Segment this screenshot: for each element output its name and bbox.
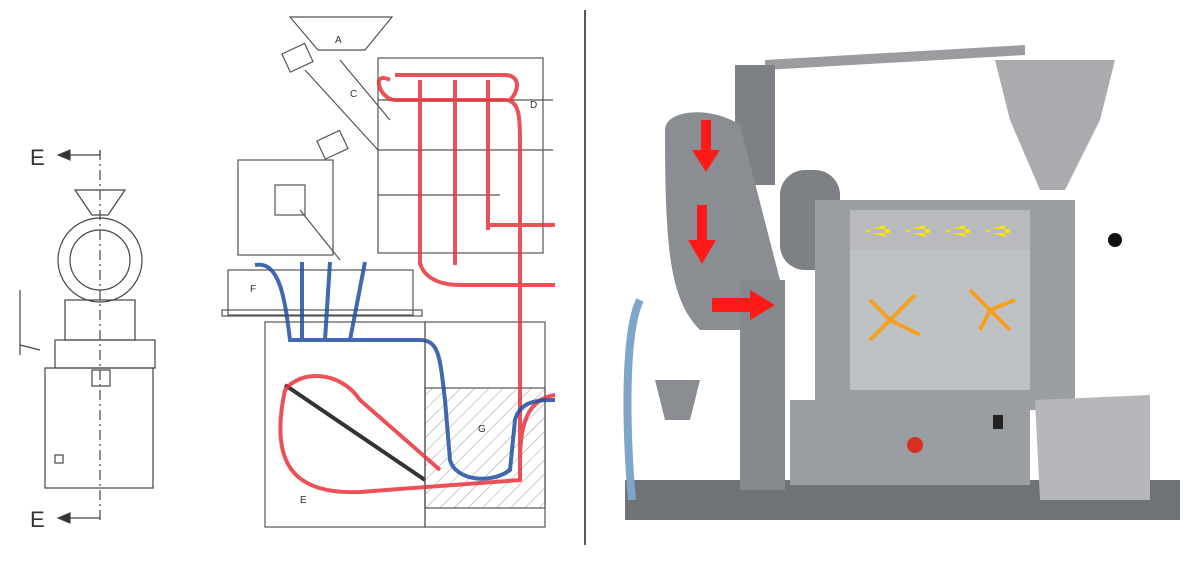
drum-front [57, 217, 143, 303]
base-plate [54, 339, 156, 369]
label-f: F [250, 284, 256, 295]
foot-detail [54, 454, 64, 464]
orange-arrow [968, 288, 992, 312]
label-a: A [335, 35, 342, 46]
orange-arrow [868, 298, 892, 322]
bean-flow-arrows [868, 288, 1016, 342]
orange-arrow [989, 298, 1016, 312]
cooling-tray-f [227, 269, 414, 316]
burner-actuator [316, 129, 349, 160]
hot-air-inlets [418, 223, 555, 287]
side-chute [19, 290, 41, 355]
hose [623, 298, 644, 501]
red-arrow-right [712, 290, 775, 320]
feed-chute-c [304, 59, 391, 151]
cool-air-down [300, 261, 367, 341]
hot-air-exhaust [518, 393, 556, 471]
red-arrow-down-2 [688, 205, 716, 264]
orange-arrow [988, 308, 1012, 332]
red-arrow-down-1 [692, 120, 720, 172]
linkage [299, 209, 341, 261]
sample-knob [1108, 233, 1122, 247]
hot-air-risers [418, 80, 490, 265]
bean-hopper [995, 60, 1115, 190]
cool-air-path [254, 262, 556, 481]
drum-airflow-arrows [865, 225, 1010, 237]
drum-top-window [850, 210, 1030, 250]
drum-window [850, 250, 1030, 390]
valve-actuator [281, 42, 314, 73]
yellow-arrow-4 [865, 225, 890, 237]
yellow-arrow-2 [945, 225, 970, 237]
section-label-top: E [30, 145, 45, 170]
cooling-tray [1035, 395, 1150, 500]
label-d: D [530, 100, 537, 111]
arrow-head-top [56, 149, 71, 161]
yellow-arrow-1 [985, 225, 1010, 237]
orange-arrow [889, 318, 921, 337]
control-panel [274, 184, 306, 216]
cool-air-flow [254, 261, 556, 481]
drum-door [69, 229, 131, 291]
cabinet [44, 367, 154, 489]
label-e: E [300, 495, 307, 506]
indicator [993, 415, 1003, 429]
control-box [237, 159, 334, 256]
hopper-a [288, 16, 394, 51]
hopper [73, 189, 127, 216]
orange-arrow [888, 293, 917, 322]
yellow-arrow-3 [905, 225, 930, 237]
hot-air-flow [278, 73, 556, 495]
front-view-drawing [19, 149, 156, 524]
hot-air-path-top [395, 73, 519, 102]
section-label-bottom: E [30, 507, 45, 532]
duct-airflow-arrows [688, 120, 775, 320]
main-switch [907, 437, 923, 453]
deflector-plate [283, 383, 427, 482]
section-arrow-top [68, 150, 101, 156]
drum-housing-d [377, 57, 544, 254]
hot-air-path-main [278, 76, 522, 495]
cyclone-column [740, 280, 785, 490]
label-g: G [478, 424, 486, 435]
exhaust-pipe [765, 45, 1025, 70]
cyclone-cone [655, 380, 700, 420]
switch [91, 369, 111, 387]
orange-arrow [868, 318, 892, 342]
arrow-head-bottom [56, 512, 71, 524]
label-c: C [350, 89, 357, 100]
roaster-render [623, 45, 1180, 520]
orange-arrow [978, 309, 992, 331]
tray-rim [221, 309, 423, 317]
air-duct [665, 112, 780, 331]
